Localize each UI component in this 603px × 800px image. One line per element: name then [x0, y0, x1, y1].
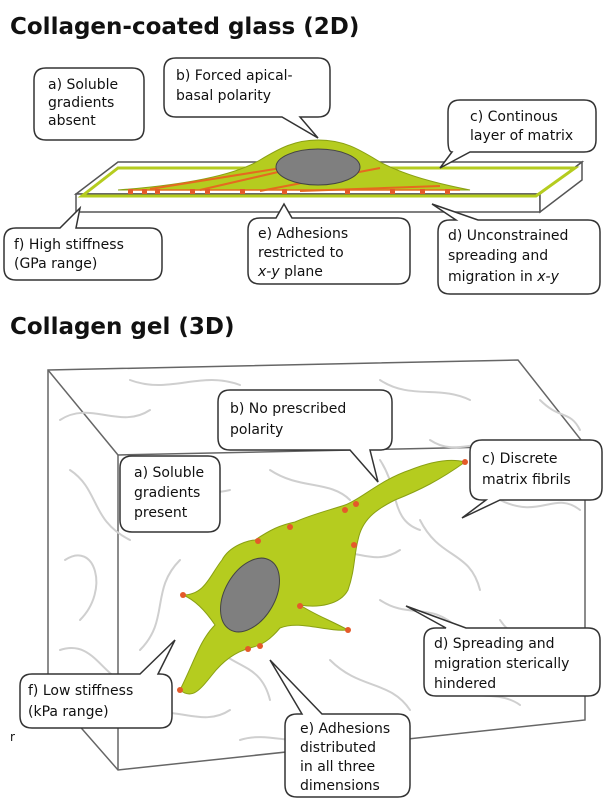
callout-3d-b: b) No prescribed polarity — [218, 390, 392, 482]
label-3d-a: a) Soluble gradients present — [120, 456, 220, 532]
svg-text:c) Discrete: c) Discrete — [482, 451, 557, 467]
svg-text:hindered: hindered — [434, 676, 496, 692]
stray-mark: r — [10, 730, 15, 744]
svg-text:basal polarity: basal polarity — [176, 88, 271, 104]
svg-text:gradients: gradients — [48, 95, 114, 111]
callout-2d-e: e) Adhesions restricted to x-y plane — [248, 204, 410, 284]
svg-text:e) Adhesions: e) Adhesions — [300, 721, 390, 737]
callout-2d-f: f) High stiffness (GPa range) — [4, 208, 162, 280]
svg-text:a) Soluble: a) Soluble — [134, 465, 204, 481]
svg-text:matrix fibrils: matrix fibrils — [482, 472, 571, 488]
svg-text:layer of matrix: layer of matrix — [470, 128, 573, 144]
svg-text:x-y plane: x-y plane — [257, 264, 323, 280]
svg-text:dimensions: dimensions — [300, 778, 380, 794]
panel-3d-title: Collagen gel (3D) — [10, 314, 235, 340]
callout-2d-b: b) Forced apical- basal polarity — [164, 58, 330, 138]
svg-text:polarity: polarity — [230, 422, 283, 438]
svg-text:distributed: distributed — [300, 740, 376, 756]
svg-text:restricted to: restricted to — [258, 245, 344, 261]
svg-text:e) Adhesions: e) Adhesions — [258, 226, 348, 242]
svg-text:b) No prescribed: b) No prescribed — [230, 401, 346, 417]
svg-text:f) High stiffness: f) High stiffness — [14, 237, 124, 253]
callout-2d-c: c) Continous layer of matrix — [440, 100, 596, 168]
callout-3d-e: e) Adhesions distributed in all three di… — [270, 660, 410, 797]
svg-text:spreading and: spreading and — [448, 248, 548, 264]
svg-text:(kPa range): (kPa range) — [28, 704, 109, 720]
panel-2d: Collagen-coated glass (2D) — [4, 14, 600, 294]
callout-2d-d: d) Unconstrained spreading and migration… — [432, 204, 600, 294]
callout-3d-d: d) Spreading and migration sterically hi… — [406, 606, 600, 696]
svg-text:gradients: gradients — [134, 485, 200, 501]
svg-text:f) Low stiffness: f) Low stiffness — [28, 683, 133, 699]
svg-text:in all three: in all three — [300, 759, 375, 775]
svg-text:absent: absent — [48, 113, 96, 129]
svg-text:c) Continous: c) Continous — [470, 109, 558, 125]
svg-text:(GPa range): (GPa range) — [14, 256, 97, 272]
svg-text:migration in x-y: migration in x-y — [448, 269, 560, 285]
svg-text:a) Soluble: a) Soluble — [48, 77, 118, 93]
panel-2d-title: Collagen-coated glass (2D) — [10, 14, 359, 40]
svg-text:d) Spreading and: d) Spreading and — [434, 636, 555, 652]
svg-text:b) Forced apical-: b) Forced apical- — [176, 68, 293, 84]
svg-text:migration sterically: migration sterically — [434, 656, 569, 672]
callout-3d-f: f) Low stiffness (kPa range) — [20, 640, 175, 728]
panel-3d: Collagen gel (3D) — [10, 314, 602, 797]
label-2d-a: a) Soluble gradients absent — [34, 68, 144, 140]
nucleus — [276, 149, 360, 185]
svg-text:present: present — [134, 505, 188, 521]
svg-text:d) Unconstrained: d) Unconstrained — [448, 228, 568, 244]
